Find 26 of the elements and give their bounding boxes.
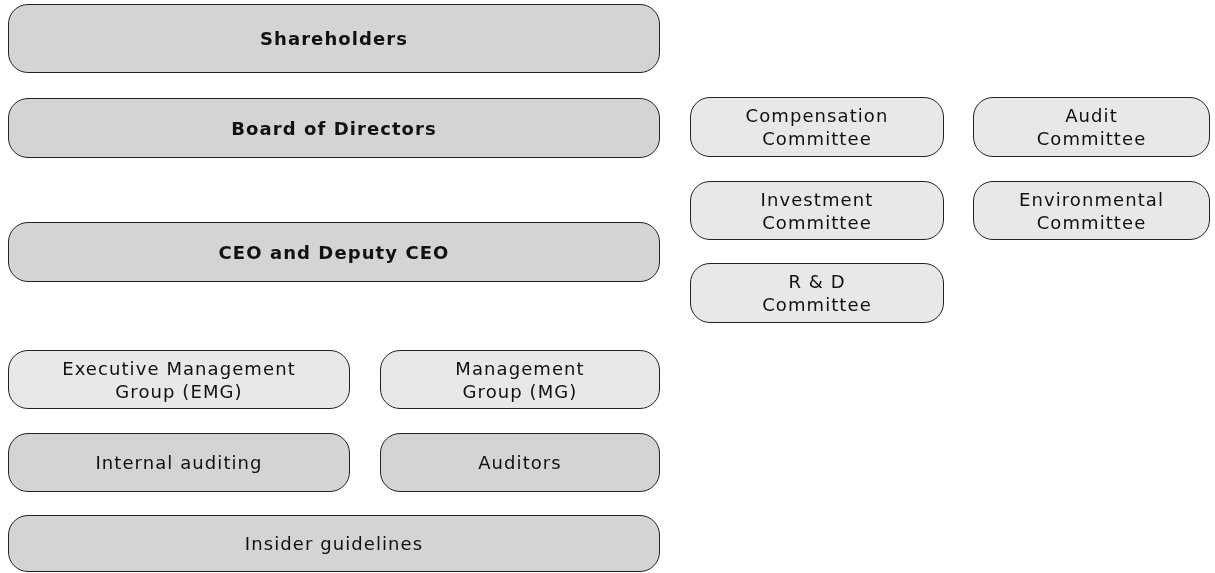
box-label: Compensation Committee: [744, 104, 890, 150]
org-box: [8, 222, 660, 282]
box-label: Insider guidelines: [244, 532, 424, 555]
box-label: Board of Directors: [231, 116, 437, 140]
org-box: [973, 97, 1210, 157]
org-box: [8, 515, 660, 572]
box-label: R & D Committee: [761, 270, 873, 316]
org-box: [380, 433, 660, 492]
org-box: [690, 263, 944, 323]
box-label: CEO and Deputy CEO: [218, 240, 450, 264]
org-box: [8, 98, 660, 158]
box-label: Internal auditing: [95, 451, 263, 474]
org-box: [973, 181, 1210, 240]
org-box: [8, 433, 350, 492]
org-box: [380, 350, 660, 409]
org-box: [690, 97, 944, 157]
box-label: Shareholders: [260, 27, 408, 50]
box-label: Investment Committee: [759, 187, 875, 234]
org-box: [8, 4, 660, 73]
box-label: Environmental Committee: [1018, 187, 1165, 234]
box-label: Executive Management Group (EMG): [61, 356, 297, 403]
org-box: [8, 350, 350, 409]
box-label: Management Group (MG): [454, 356, 586, 403]
org-box: [690, 181, 944, 240]
box-label: Auditors: [478, 451, 562, 474]
box-label: Audit Committee: [1035, 104, 1148, 150]
